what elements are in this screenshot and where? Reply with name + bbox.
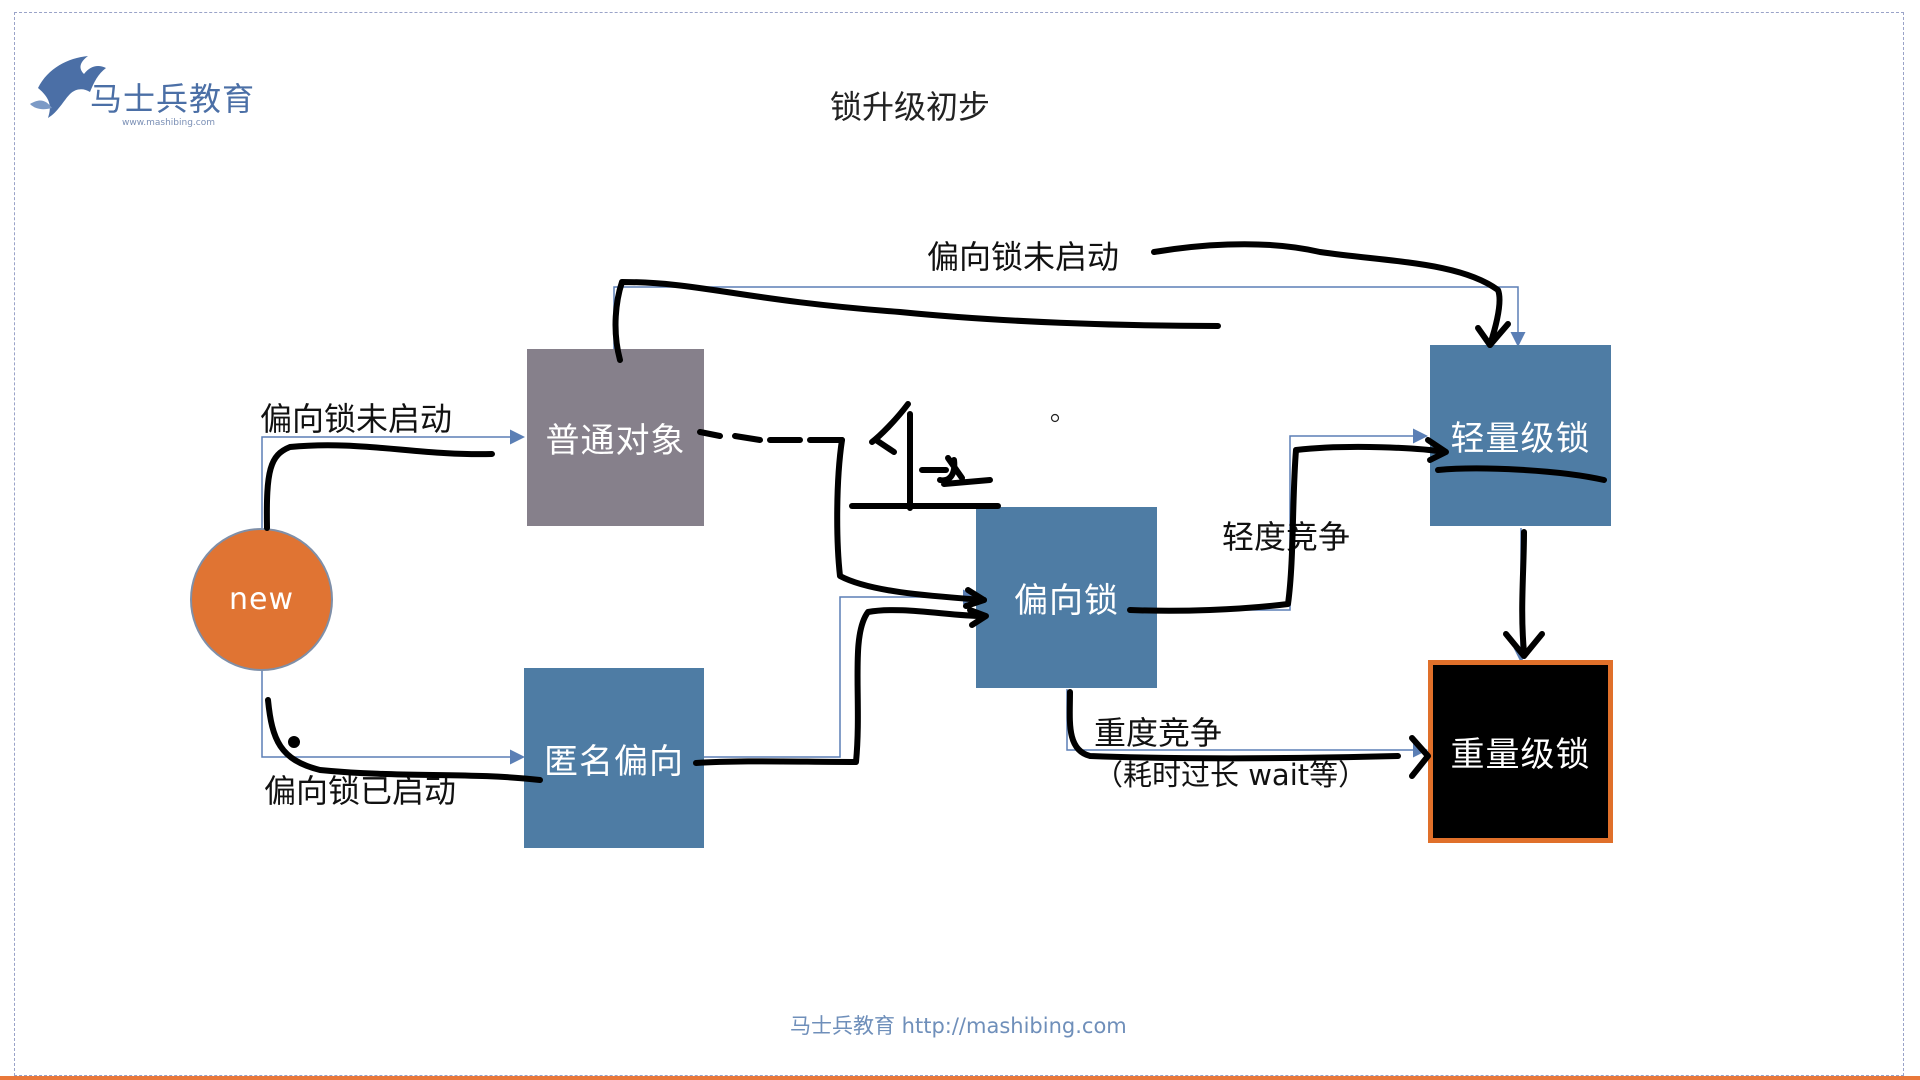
label-light-contention: 轻度竞争 [1222,518,1351,556]
stroke-new-to-anon [265,697,543,783]
edge-anon-to-biased [704,589,978,758]
stroke-top-route [612,279,1221,363]
logo-name: 马士兵教育 [90,80,256,118]
stroke-glyph-2 [919,455,993,487]
node-biased-lock: 偏向锁 [976,507,1157,688]
stroke-dot [288,736,300,748]
logo-horse-icon [30,56,106,118]
label-new-to-anon: 偏向锁已启动 [264,772,457,810]
node-heavyweight-lock: 重量级锁 [1428,660,1613,843]
stroke-biased-to-light [1127,443,1447,614]
small-circle-mark [1050,413,1060,423]
label-heavy-note: （耗时过长 wait等） [1094,758,1368,792]
node-new: new [190,528,333,671]
stroke-new-to-normal [263,442,495,531]
stroke-glyph-1 [869,401,913,511]
stroke-biased-to-heavy [1066,689,1401,762]
node-lightweight-lock: 轻量级锁 [1430,345,1611,526]
stroke-light-to-heavy [1519,529,1527,655]
slide-title: 锁升级初步 [830,88,991,126]
label-top-bias-disabled: 偏向锁未启动 [927,238,1120,276]
logo-url: www.mashibing.com [122,118,216,128]
bottom-strip [0,1076,1920,1080]
label-new-to-normal: 偏向锁未启动 [260,400,453,438]
node-normal-object: 普通对象 [527,349,704,526]
label-heavy-contention: 重度竞争 [1094,714,1223,752]
edge-new-to-normal [261,429,525,528]
stroke-light-to-heavy-arrowhead [1503,631,1545,659]
node-anonymous-bias: 匿名偏向 [524,668,704,848]
stroke-light-arrowhead [1425,437,1449,463]
stroke-top-to-light [1151,241,1503,348]
stroke-dashed-normal [697,429,845,443]
stroke-dashed-down [834,437,987,603]
stroke-through-light [1435,465,1607,483]
stroke-top-arrowhead [1475,321,1511,348]
stroke-biased-arrowhead-lower [967,607,989,628]
edge-new-to-anon [261,670,525,765]
stroke-biased-arrowhead-upper [963,587,987,609]
footer-text: 马士兵教育 http://mashibing.com [790,1014,1127,1038]
slide-frame [14,12,1904,1076]
stroke-anon-to-biased [693,607,985,766]
stroke-heavy-arrowhead [1409,735,1431,779]
